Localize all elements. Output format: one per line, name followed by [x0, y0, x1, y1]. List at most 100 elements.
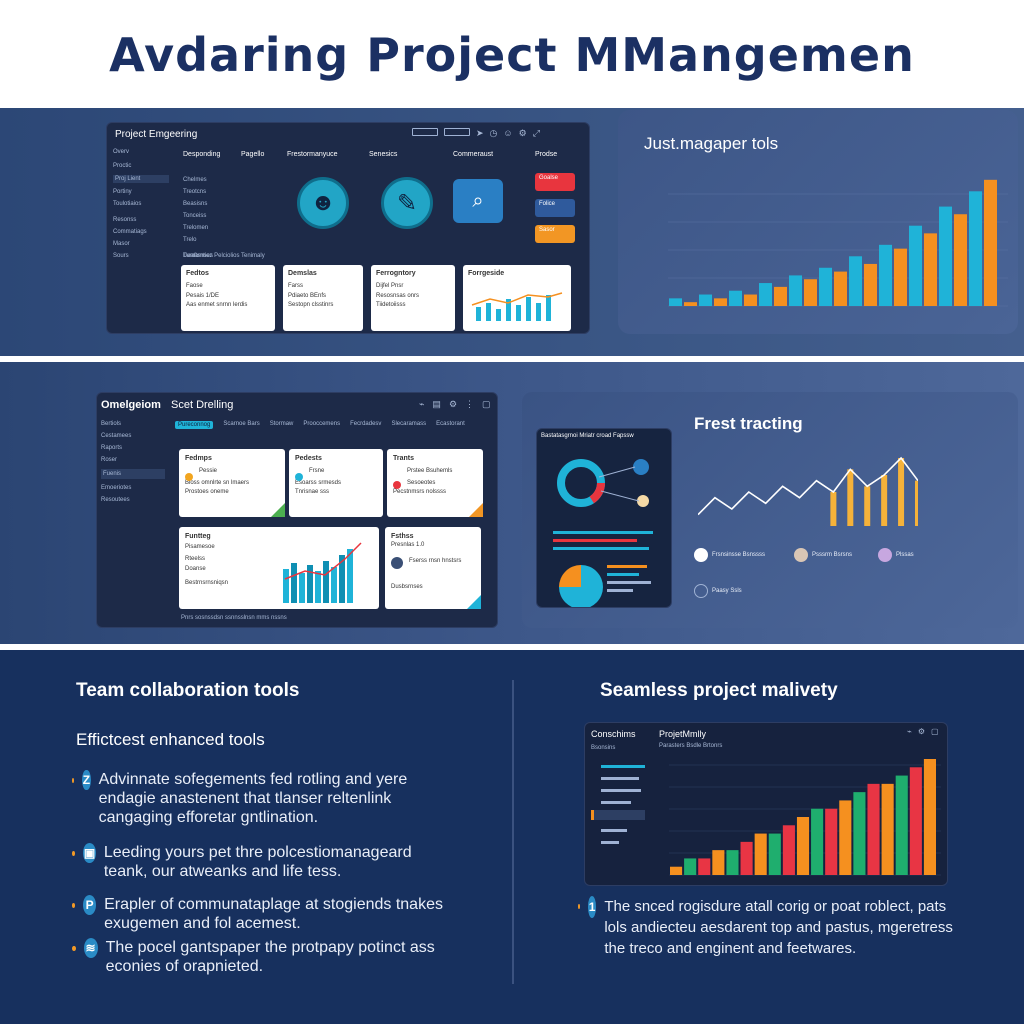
- window-icon[interactable]: [412, 128, 438, 136]
- legend-label: Frsnsinsse Bsnssss: [712, 552, 766, 558]
- sidebar-item[interactable]: Cestamees: [101, 433, 132, 439]
- settings-icon[interactable]: ⚙: [448, 399, 458, 409]
- bar: [894, 248, 907, 306]
- chart-card[interactable]: Funtteg Pisamesoe Rteelss Doanse Bestrns…: [179, 527, 379, 609]
- tab[interactable]: Prooccemens: [303, 421, 341, 427]
- tab[interactable]: Stormaw: [269, 421, 294, 427]
- cursor-icon[interactable]: ➤: [476, 128, 484, 138]
- delivery-dashboard: Conschims ProjetMmlly ⌁ ⚙ ▢ Parasters Bs…: [584, 722, 948, 886]
- card-line: Prostoes oneme: [185, 489, 229, 495]
- list-item[interactable]: Beasisns: [183, 201, 208, 207]
- sidebar-item[interactable]: Masor: [113, 241, 130, 247]
- feature-bullet: ≋ The pocel gantspaper the protpapy poti…: [72, 938, 452, 976]
- bar: [825, 808, 838, 875]
- section-subheading: Effictcest enhanced tools: [76, 730, 265, 749]
- tab[interactable]: Scarnoe Bars: [223, 421, 260, 427]
- expand-icon[interactable]: ⤢: [532, 128, 540, 138]
- sidebar-bar[interactable]: [601, 777, 639, 780]
- info-card[interactable]: Trants Prstee Bsuhemls Sesoeotes Pecstnm…: [387, 449, 483, 517]
- sidebar-bar[interactable]: [601, 801, 631, 804]
- tab[interactable]: Ecastorant: [436, 421, 465, 427]
- card-line: Bloss omnlrte sn lmaers: [185, 480, 250, 486]
- sidebar-item[interactable]: Raports: [101, 445, 123, 451]
- window-icon[interactable]: [444, 128, 470, 136]
- bar: [774, 286, 787, 306]
- bar: [923, 759, 936, 875]
- sidebar-item[interactable]: Sours: [113, 253, 129, 259]
- mini-bar: [347, 549, 353, 603]
- info-card[interactable]: Pedests Frsne Esoarss srmesds Tnrisnae s…: [289, 449, 383, 517]
- bar: [712, 850, 725, 875]
- sidebar-bar[interactable]: [601, 765, 645, 768]
- status-pill[interactable]: Goalse: [535, 173, 575, 191]
- list-card[interactable]: Fsthss Presnlas 1.0 Fserss rnsn hnstsrs …: [385, 527, 481, 609]
- nav-header: Bsonsins: [591, 745, 616, 751]
- chart-icon[interactable]: ▤: [432, 399, 441, 409]
- card-line: Fserss rnsn hnstsrs: [409, 558, 462, 564]
- info-card[interactable]: Demslas Farss Pdiaeto BEnfs Sestopn clss…: [283, 265, 363, 331]
- card-line: Aas enmet snrnn lerdis: [186, 302, 248, 308]
- window-icon[interactable]: ▢: [931, 727, 939, 736]
- feature-bullet: ▣ Leeding yours pet thre polcestiomanage…: [72, 843, 452, 881]
- status-dot: [185, 473, 193, 481]
- list-item[interactable]: Tonceiss: [183, 213, 207, 219]
- delivery-bar-chart: [669, 759, 941, 876]
- status-pill[interactable]: Folice: [535, 199, 575, 217]
- window-icon[interactable]: ▢: [482, 399, 491, 409]
- bar: [898, 458, 905, 526]
- sidebar-item[interactable]: Overv: [113, 149, 130, 155]
- card-sub: Faose: [186, 283, 203, 289]
- info-card[interactable]: Ferrogntory Dijfel Pnsr Resosnsas onrs T…: [371, 265, 455, 331]
- tab[interactable]: Pureconnog: [175, 421, 214, 429]
- sidebar-bar[interactable]: [591, 810, 645, 820]
- tab[interactable]: Fecrdadesv: [350, 421, 382, 427]
- sidebar-item[interactable]: Emoeriotes: [101, 485, 132, 491]
- link-icon[interactable]: ⌁: [907, 727, 912, 736]
- settings-icon[interactable]: ⚙: [917, 727, 925, 736]
- sidebar-item[interactable]: Toulotiaios: [113, 201, 142, 207]
- bar: [782, 825, 795, 875]
- sidebar-item[interactable]: Bertiols: [101, 421, 122, 427]
- tab-bar: Pureconnog Scarnoe Bars Stormaw Prooccem…: [175, 421, 465, 429]
- sidebar-bar[interactable]: [601, 829, 627, 832]
- sidebar-item[interactable]: Resonss: [113, 217, 137, 223]
- bar: [740, 841, 753, 875]
- sidebar-item[interactable]: Fuenis: [101, 469, 165, 479]
- status-dot: [393, 481, 401, 489]
- sidebar-item[interactable]: Commatiags: [113, 229, 147, 235]
- list-item[interactable]: Chelmes: [183, 177, 207, 183]
- sidebar-item[interactable]: Resoutees: [101, 497, 130, 503]
- info-card[interactable]: Fedtos Faose Pesais 1/DE Aas enmet snrnn…: [181, 265, 275, 331]
- list-item[interactable]: Trelomen: [183, 225, 209, 231]
- tab[interactable]: Slecaramass: [391, 421, 427, 427]
- bar: [789, 275, 802, 306]
- sidebar-bar[interactable]: [601, 789, 641, 792]
- chart-card[interactable]: Forrgeside: [463, 265, 571, 331]
- settings-icon[interactable]: ⚙: [518, 128, 527, 138]
- bullet-dot: [72, 851, 76, 856]
- status-dot: [295, 473, 303, 481]
- mini-bar: [546, 295, 551, 321]
- chart-panel-1: Just.magaper tols: [618, 110, 1018, 334]
- bar: [909, 225, 922, 306]
- sidebar-bar[interactable]: [601, 841, 619, 844]
- clock-icon[interactable]: ◷: [489, 128, 498, 138]
- status-pill[interactable]: Sasor: [535, 225, 575, 243]
- list-item[interactable]: Trelo: [183, 237, 197, 243]
- sidebar-item[interactable]: Roser: [101, 457, 118, 463]
- link-icon[interactable]: ⌁: [419, 399, 425, 409]
- list-item[interactable]: Treotcns: [183, 189, 207, 195]
- sidebar-item[interactable]: Proctic: [113, 163, 132, 169]
- menu-icon[interactable]: ⋮: [465, 399, 475, 409]
- legend-item: Plssas: [878, 548, 914, 562]
- legend-item: Frsnsinsse Bsnssss: [694, 548, 774, 562]
- bar: [895, 775, 908, 875]
- card-title: Fedmps: [185, 455, 212, 462]
- sidebar-item[interactable]: Proj Lient: [113, 175, 169, 183]
- mini-bar: [486, 303, 491, 321]
- info-card[interactable]: Fedmps Pessie Bloss omnlrte sn lmaers Pr…: [179, 449, 285, 517]
- sidebar-item[interactable]: Portiny: [113, 189, 132, 195]
- user-icon[interactable]: ☺: [503, 128, 513, 138]
- task-list: Chelmes Treotcns Beasisns Tonceiss Trelo…: [183, 177, 213, 259]
- column-header: Prodse: [535, 151, 558, 158]
